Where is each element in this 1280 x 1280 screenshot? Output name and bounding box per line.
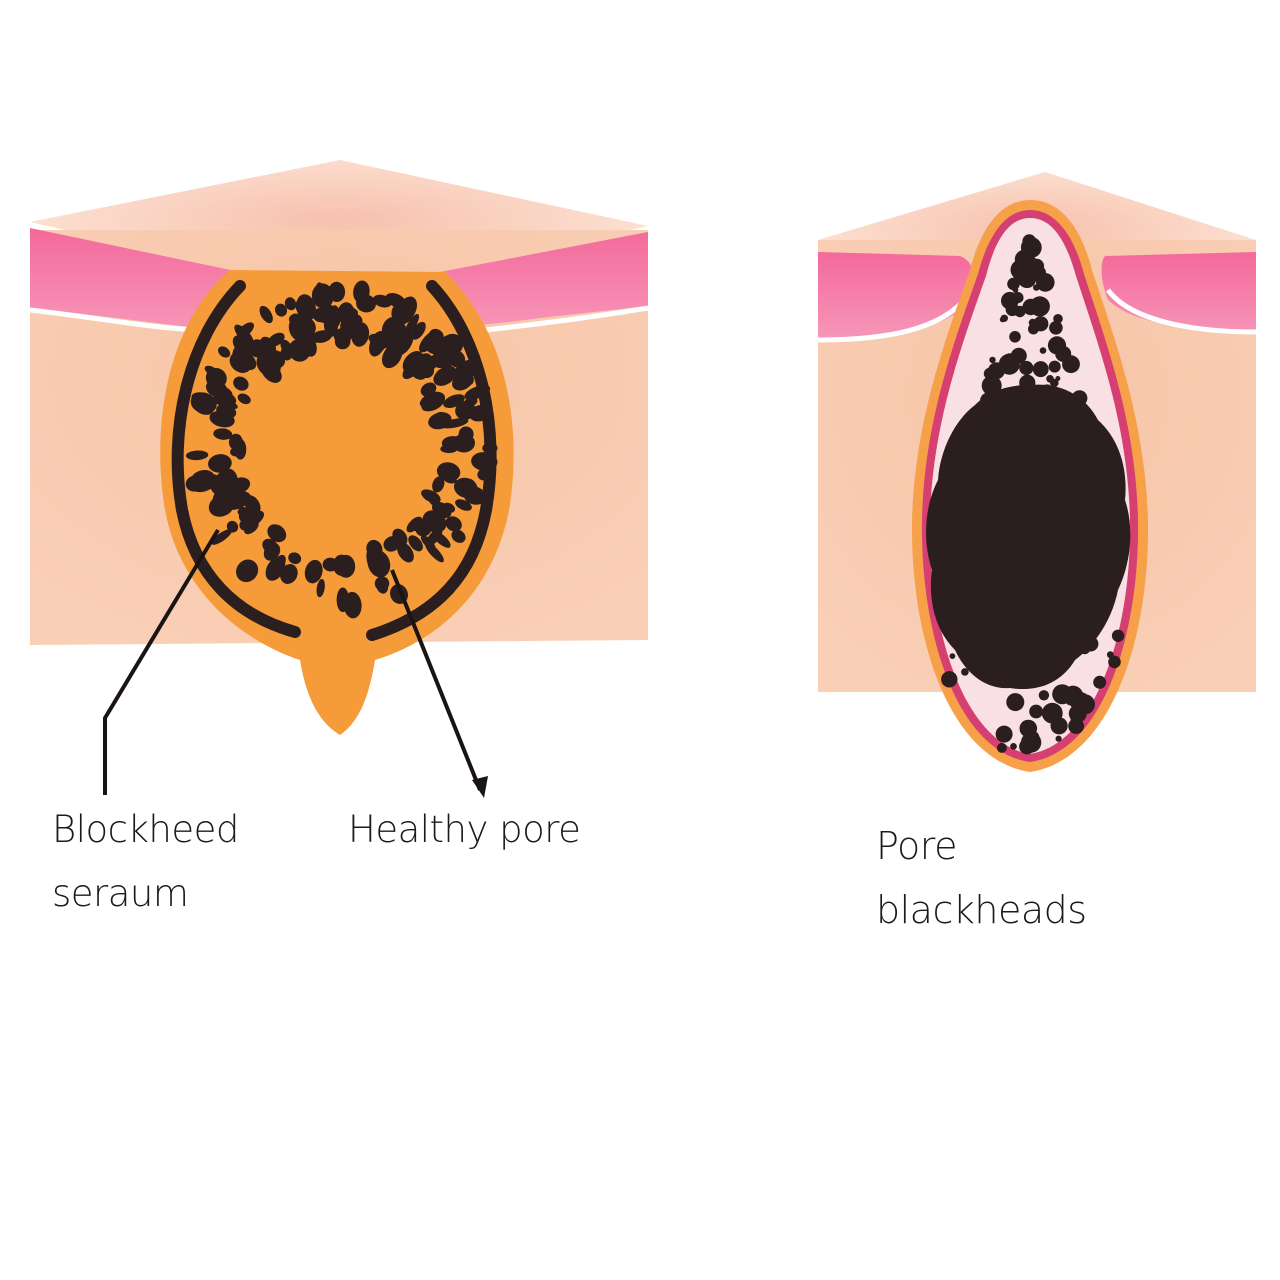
left-follicle-wall-right [366, 280, 497, 641]
blackhead-core [926, 384, 1131, 690]
pore-blackheads-label: Pore blackheads [876, 814, 1087, 942]
pore-blackheads-label-line1: Pore [876, 824, 957, 868]
follicle-center-opening [254, 357, 430, 533]
left-skin-block [29, 160, 649, 798]
left-epidermis-pink-layer [30, 228, 648, 330]
pore-blackheads-label-line2: blackheads [876, 888, 1087, 932]
blocked-sebum-label-line2: seraum [52, 872, 189, 915]
blocked-sebum-clumps [185, 280, 498, 619]
left-skin-top-surface [30, 160, 648, 292]
left-epidermis-white-line [29, 305, 649, 333]
healthy-pore-label-text: Healthy pore [348, 808, 581, 851]
blocked-sebum-label-line1: Blockheed [52, 808, 239, 851]
healthy-label-pointer [390, 569, 482, 791]
right-skin-block [817, 172, 1257, 772]
healthy-pointer-arrowhead [472, 776, 488, 798]
blocked-sebum-label: Blockheed seraum [52, 798, 239, 926]
healthy-pore-label: Healthy pore [348, 798, 581, 862]
blocked-label-pointer [103, 528, 220, 795]
left-follicle-wall-left [171, 280, 301, 638]
